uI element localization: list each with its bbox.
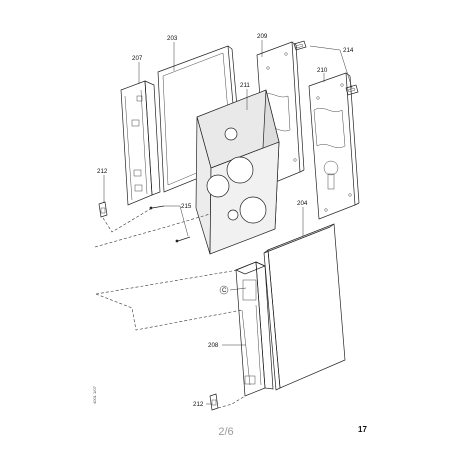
callout-c: C xyxy=(222,287,227,294)
callout-214: 214 xyxy=(343,47,354,54)
part-215-screw-lower xyxy=(175,236,191,243)
part-212-clip-lower xyxy=(209,393,219,411)
callout-207: 207 xyxy=(132,55,143,62)
callout-209: 209 xyxy=(257,33,268,40)
part-211-insulation xyxy=(195,89,280,255)
part-204-panel xyxy=(263,223,346,391)
callout-c-circle xyxy=(219,285,229,295)
callout-208: 208 xyxy=(208,342,219,349)
callout-203: 203 xyxy=(167,35,178,42)
callout-204: 204 xyxy=(297,200,308,207)
page-indicator: 2/6 xyxy=(218,426,233,438)
callout-212-lower: 212 xyxy=(193,401,204,408)
drawing-code: 4001 1/07 xyxy=(92,385,97,404)
callout-212-upper: 212 xyxy=(97,168,108,175)
part-214-clip-top xyxy=(293,40,307,51)
part-212-clip-upper xyxy=(98,201,108,218)
page-number: 17 xyxy=(358,425,367,434)
callout-215: 215 xyxy=(181,203,192,210)
leader-lines xyxy=(103,40,353,405)
callout-210: 210 xyxy=(317,67,328,74)
part-207-bracket xyxy=(120,80,161,206)
part-208-housing xyxy=(235,261,274,397)
part-215-screw-upper xyxy=(149,205,165,210)
part-210-plate xyxy=(308,72,360,220)
part-214-clip-right xyxy=(345,84,359,96)
callout-211: 211 xyxy=(240,82,250,89)
assembly-lines xyxy=(94,207,246,409)
